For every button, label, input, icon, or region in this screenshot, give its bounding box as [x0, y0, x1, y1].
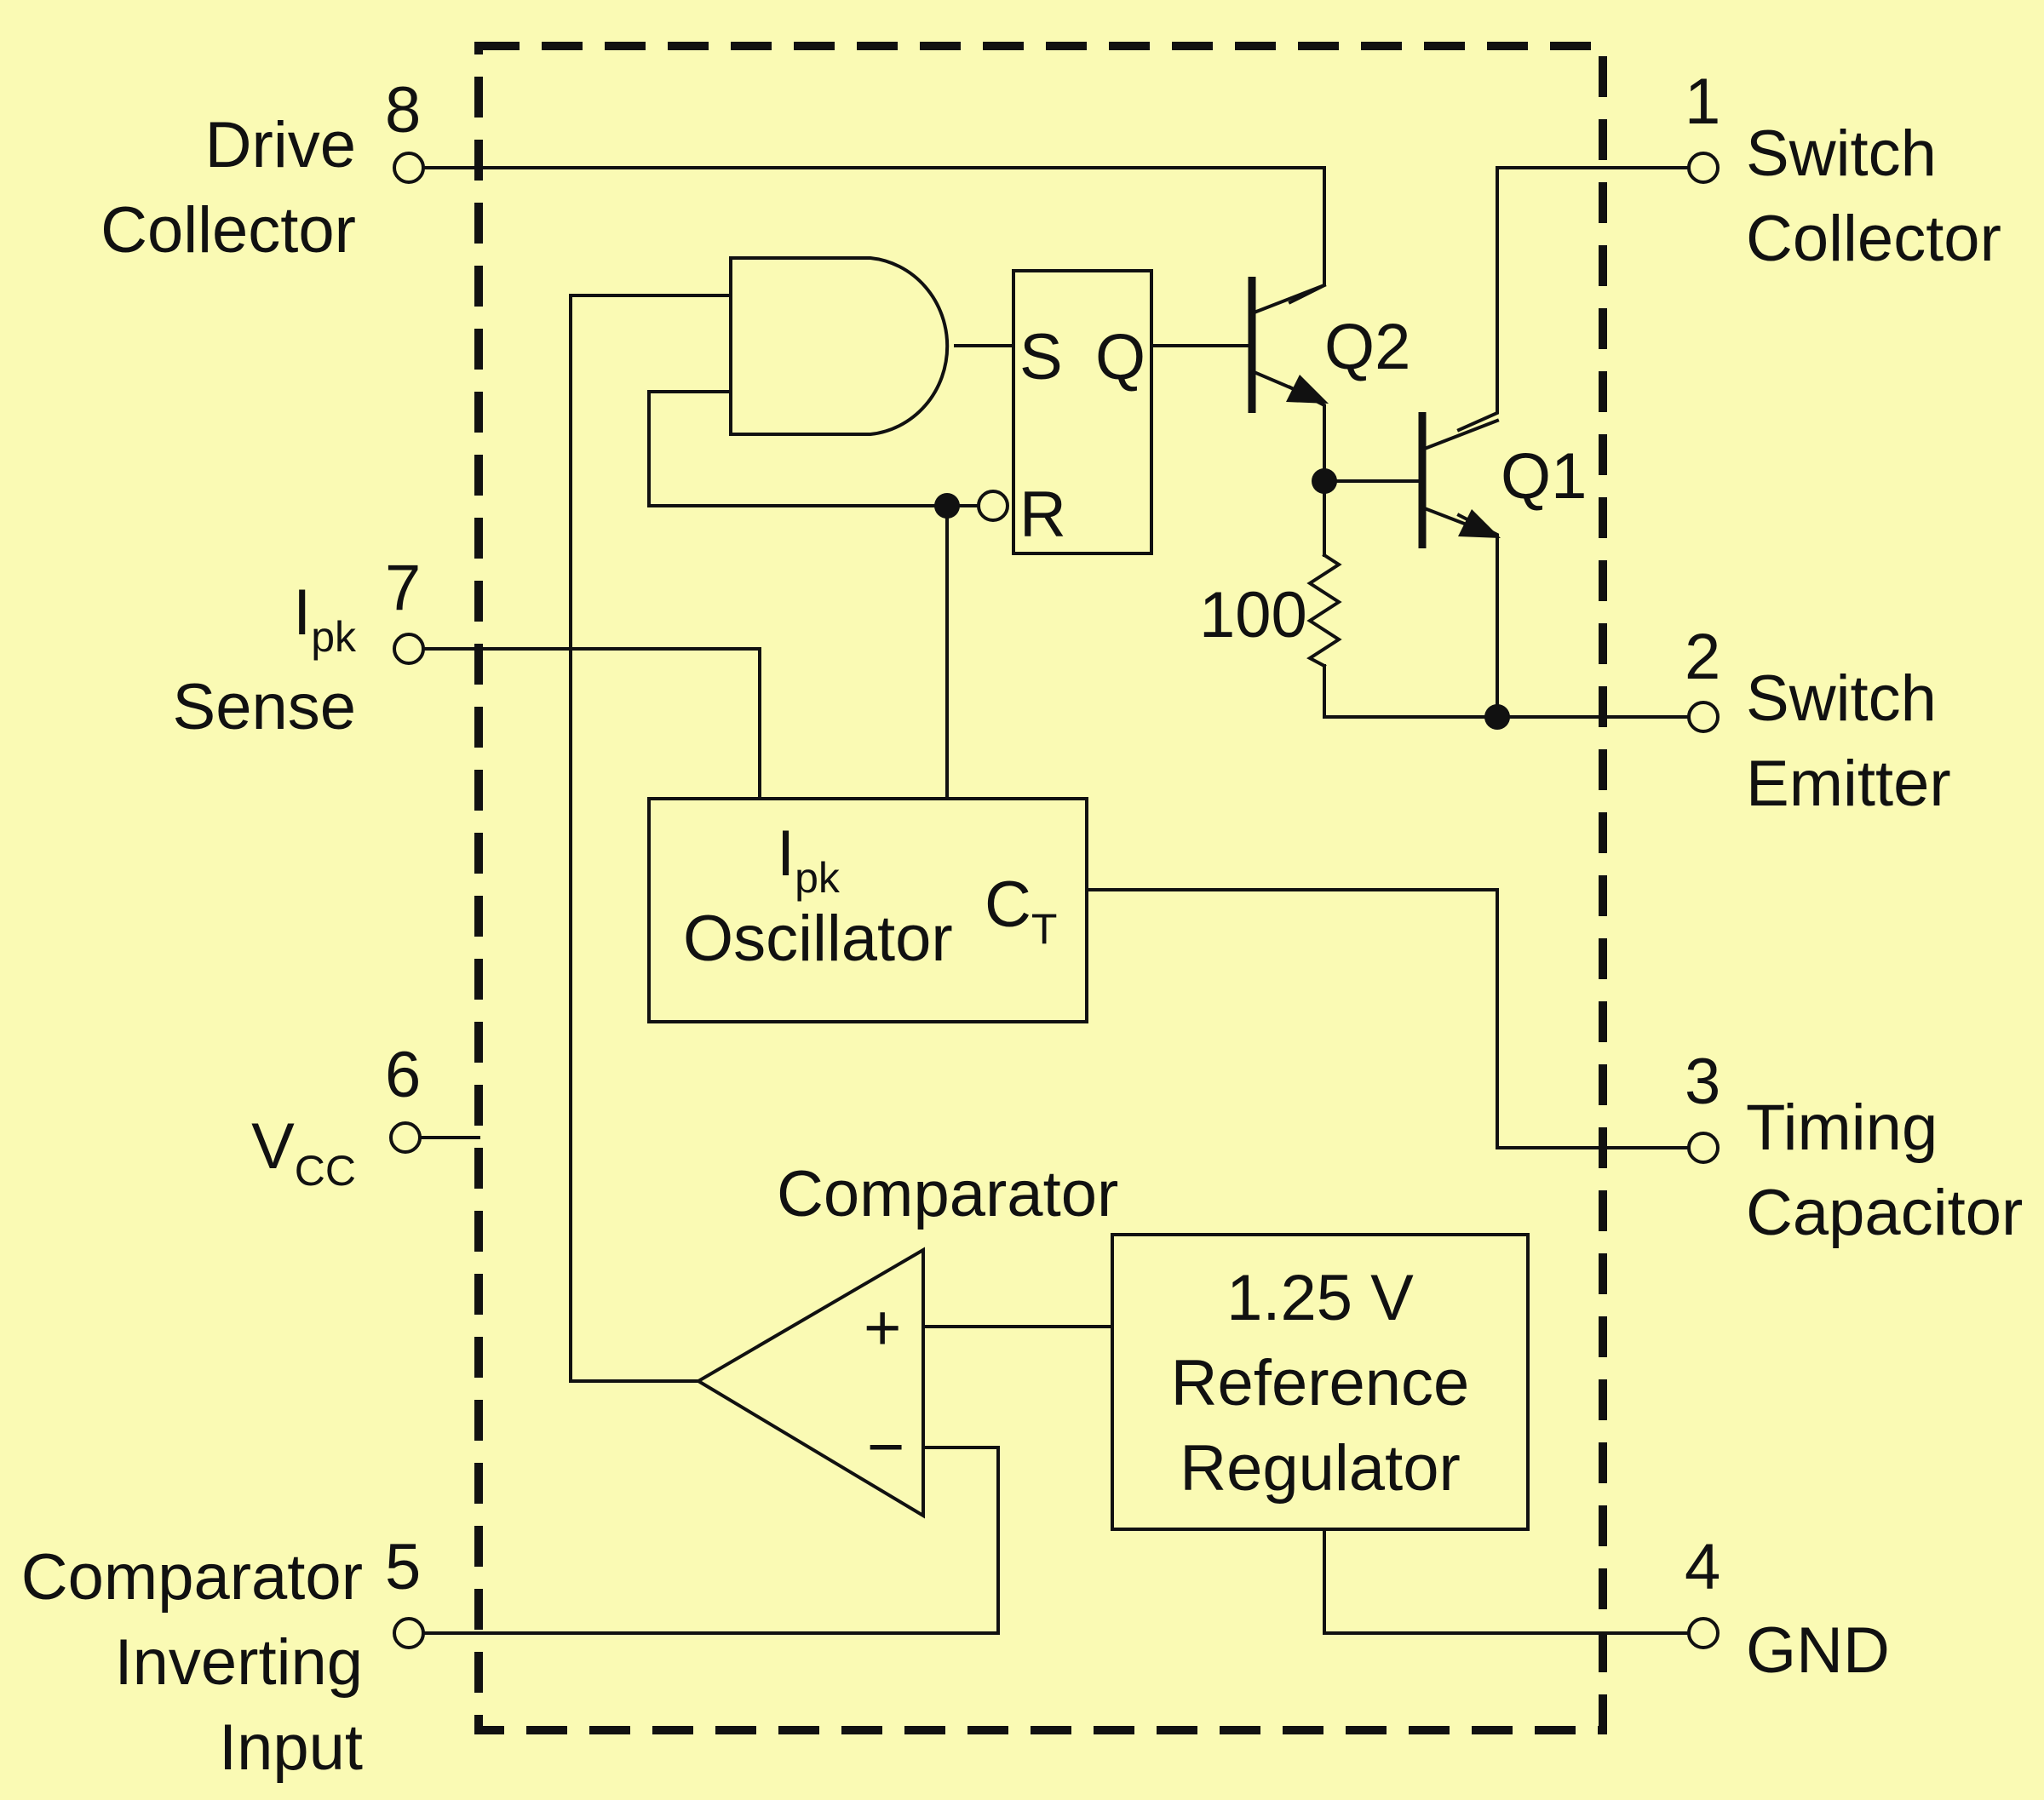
comparator-label: Comparator: [777, 1158, 1118, 1230]
svg-text:2: 2: [1685, 621, 1720, 693]
latch-set-label: S: [1019, 321, 1063, 393]
comparator: Comparator + −: [695, 1158, 1118, 1519]
svg-text:VCC: VCC: [251, 1110, 356, 1195]
svg-text:Switch: Switch: [1746, 118, 1937, 190]
pin-8-label: 8 Drive Collector: [100, 74, 421, 267]
pin-7-label: 7 Ipk Sense: [173, 552, 422, 743]
wire-switch-collector: [1456, 166, 1691, 433]
svg-text:Capacitor: Capacitor: [1746, 1177, 2023, 1249]
resistor-100: [1306, 553, 1342, 668]
svg-text:Comparator: Comparator: [21, 1541, 363, 1614]
pin-terminals: [389, 152, 1720, 1649]
wire-timing-capacitor: [1085, 888, 1691, 1149]
comparator-plus: +: [864, 1292, 901, 1364]
pin-2-label: 2 Switch Emitter: [1685, 621, 1951, 820]
svg-text:Collector: Collector: [1746, 203, 2001, 275]
oscillator-label: Oscillator: [683, 903, 953, 975]
svg-text:Collector: Collector: [100, 194, 356, 267]
pin-1-label: 1 Switch Collector: [1685, 66, 2001, 275]
svg-text:Timing: Timing: [1746, 1092, 1938, 1164]
reference-line-1: 1.25 V: [1226, 1262, 1414, 1334]
wire-drive-collector: [422, 166, 1326, 305]
svg-text:Drive: Drive: [205, 109, 356, 181]
latch-reset-label: R: [1019, 479, 1066, 551]
transistor-q2: Q2: [1248, 277, 1410, 413]
svg-text:Sense: Sense: [173, 671, 357, 743]
svg-text:7: 7: [385, 552, 421, 624]
and-gate: [729, 256, 950, 436]
reference-line-2: Reference: [1171, 1347, 1470, 1419]
wire-resistor-bottom: [1323, 664, 1499, 719]
resistor-value: 100: [1199, 579, 1307, 651]
wire-comp-inverting-input: [422, 1446, 1000, 1635]
svg-text:Emitter: Emitter: [1746, 748, 1951, 820]
wire-comparator-output: [569, 294, 732, 1383]
pin-3-label: 3 Timing Capacitor: [1685, 1046, 2023, 1249]
package-outline: [474, 42, 1607, 1734]
pin-4-label: 4 GND: [1685, 1531, 1890, 1687]
reference-regulator: 1.25 V Reference Regulator: [1111, 1233, 1530, 1531]
svg-text:6: 6: [385, 1039, 421, 1111]
sr-latch: S Q R: [977, 269, 1153, 555]
latch-q-label: Q: [1095, 321, 1145, 393]
svg-text:1: 1: [1685, 66, 1720, 138]
junction-q1-base-node: [1312, 468, 1337, 494]
svg-text:Inverting: Inverting: [115, 1626, 364, 1699]
transistor-q1: Q1: [1418, 412, 1587, 548]
oscillator-ct-label: CT: [985, 868, 1057, 953]
pin-5-label: 5 Comparator Inverting Input: [21, 1531, 422, 1784]
q1-label: Q1: [1501, 440, 1587, 513]
svg-text:Input: Input: [219, 1711, 363, 1784]
pin-6-terminal: [389, 1121, 422, 1154]
wire-reset-loop: [647, 390, 949, 507]
pin-3-terminal: [1687, 1132, 1720, 1164]
q2-emitter-arrow: [1286, 375, 1329, 404]
svg-text:Ipk: Ipk: [293, 576, 357, 661]
svg-text:GND: GND: [1746, 1614, 1890, 1687]
pin-1-terminal: [1687, 152, 1720, 184]
oscillator-ipk-label: Ipk: [777, 817, 841, 902]
reset-inversion-bubble: [977, 490, 1009, 522]
junction-emitter-node: [1484, 704, 1510, 730]
q2-label: Q2: [1324, 311, 1410, 383]
wire-reference-to-gnd: [1323, 1528, 1691, 1635]
pin-6-label: 6 VCC: [251, 1039, 421, 1195]
oscillator-block: Ipk Oscillator CT: [647, 797, 1088, 1023]
pin-5-terminal: [393, 1617, 425, 1649]
pin-7-terminal: [393, 633, 425, 665]
pin-4-terminal: [1687, 1617, 1720, 1649]
wire-ipk-sense: [422, 647, 761, 800]
q1-emitter-arrow: [1458, 509, 1501, 538]
reference-line-3: Regulator: [1180, 1432, 1461, 1505]
svg-text:5: 5: [385, 1531, 421, 1603]
pin-8-terminal: [393, 152, 425, 184]
svg-text:Switch: Switch: [1746, 662, 1937, 735]
junction-reset-node: [934, 493, 960, 519]
svg-text:4: 4: [1685, 1531, 1720, 1603]
pin-2-terminal: [1687, 701, 1720, 733]
svg-text:8: 8: [385, 74, 421, 146]
svg-text:3: 3: [1685, 1046, 1720, 1118]
comparator-minus: −: [867, 1411, 904, 1483]
